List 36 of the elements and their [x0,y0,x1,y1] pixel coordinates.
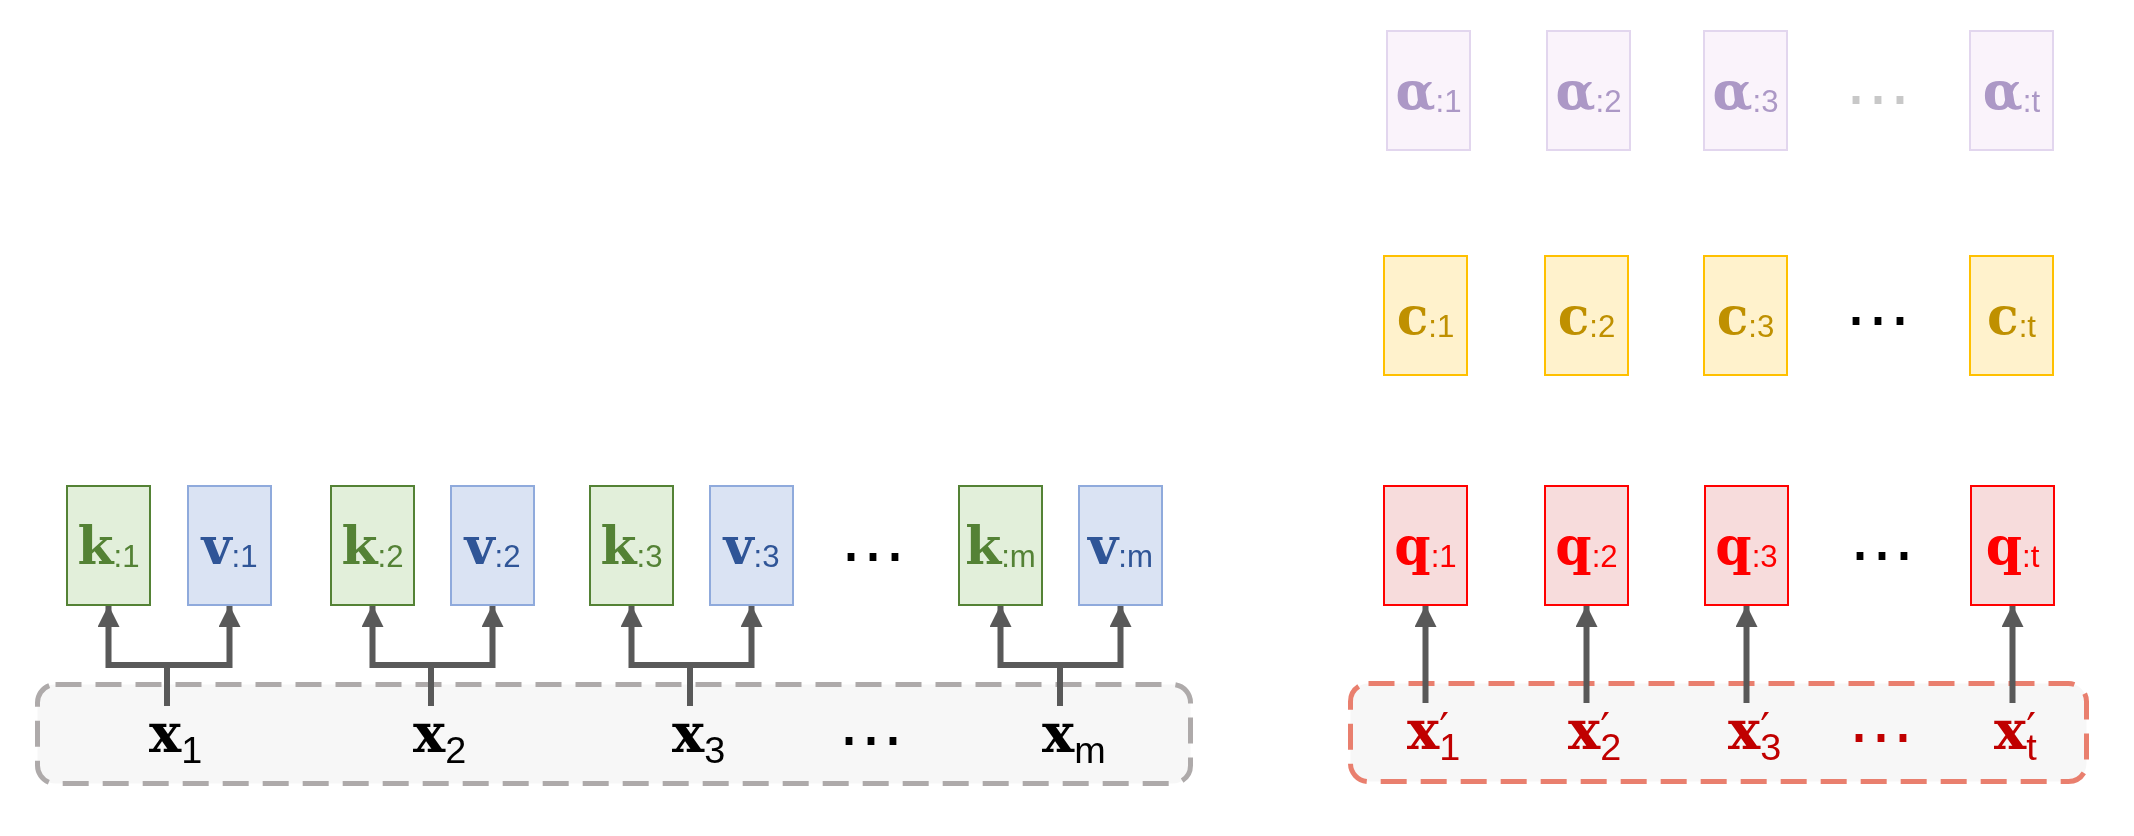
source-token-label: x$_{m}$ [1042,706,1106,771]
source-token-label: x$_{2}$ [413,706,467,771]
attention-weight-box [1703,30,1788,151]
source-token-label: x$_{3}$ [672,706,726,771]
arrow [1414,605,1437,703]
ellipsis: ⋯ [1849,522,1915,588]
context-vector-box [1544,255,1629,376]
key-vector-box [589,485,674,606]
query-vector-box [1383,485,1468,606]
value-vector-box [1078,485,1163,606]
ellipsis: ⋯ [838,707,904,773]
ellipsis: ⋯ [1845,287,1911,353]
source-token-label: x$_{1}$ [149,706,203,771]
attention-weight-box [1386,30,1471,151]
arrow [1735,605,1758,703]
arrow [1575,605,1598,703]
source-sequence-panel [35,682,1193,786]
key-vector-box [958,485,1043,606]
key-vector-box [66,485,151,606]
query-vector-box [1970,485,2055,606]
context-vector-box [1969,255,2054,376]
target-sequence-panel [1348,681,2089,784]
ellipsis: ⋯ [1845,66,1911,132]
context-vector-box [1703,255,1788,376]
value-vector-box [450,485,535,606]
ellipsis: ⋯ [1848,704,1914,770]
attention-weight-box [1969,30,2054,151]
attention-weight-box [1546,30,1631,151]
query-vector-box [1544,485,1629,606]
value-vector-box [187,485,272,606]
value-vector-box [709,485,794,606]
key-vector-box [330,485,415,606]
arrow [2001,605,2024,703]
query-vector-box [1704,485,1789,606]
context-vector-box [1383,255,1468,376]
ellipsis: ⋯ [840,523,906,589]
